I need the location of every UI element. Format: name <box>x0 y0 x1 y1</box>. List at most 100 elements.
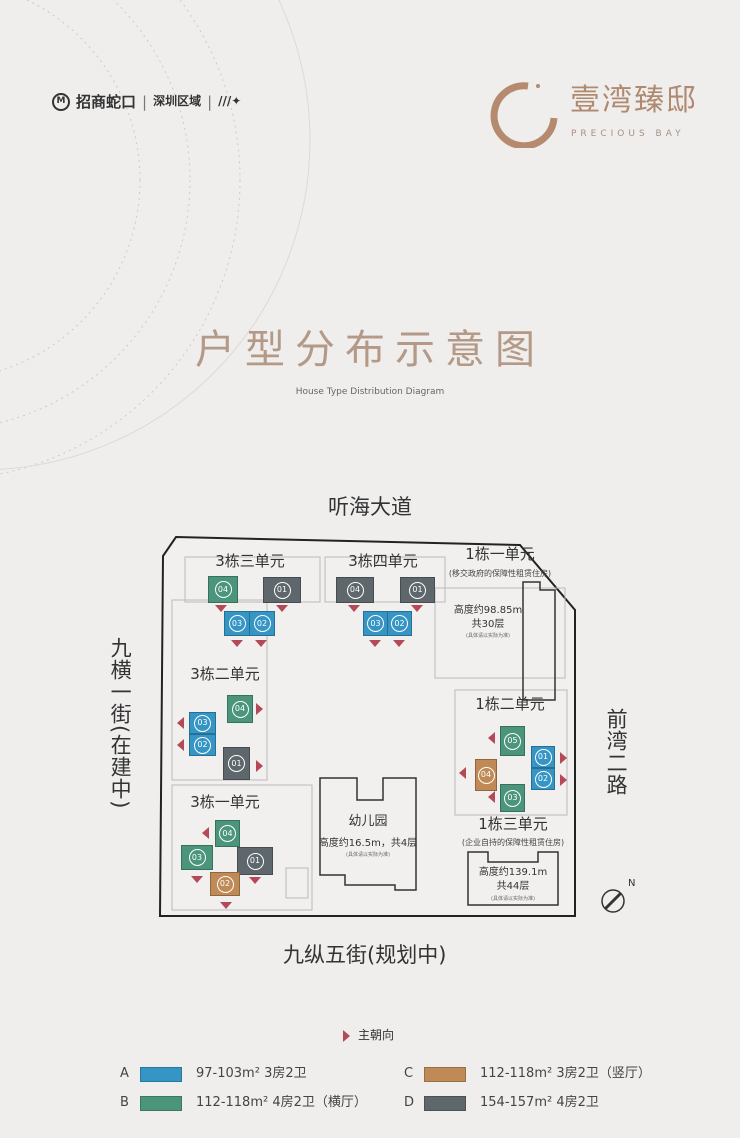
unit-number: 04 <box>219 825 236 842</box>
orientation-arrow-icon <box>369 640 381 647</box>
unit-b3u4-02[interactable]: 02 <box>387 611 412 636</box>
orientation-arrow-icon <box>459 767 466 779</box>
orientation-arrow-icon <box>255 640 267 647</box>
unit-number: 01 <box>409 581 426 599</box>
unit-b3u1-03[interactable]: 03 <box>181 845 213 870</box>
orientation-arrow-icon <box>215 605 227 612</box>
disclaimer: (具体请以实际为准) <box>491 896 535 902</box>
unit-b3u4-03[interactable]: 03 <box>363 611 388 636</box>
legend-letter: D <box>404 1095 415 1111</box>
orientation-arrow-icon <box>488 791 495 803</box>
unit-b3u2-01[interactable]: 01 <box>223 747 250 780</box>
cm-logo-icon: M <box>52 93 70 111</box>
unit-number: 03 <box>188 849 206 866</box>
legend-orientation-label: 主朝向 <box>358 1028 395 1042</box>
unit-b1u2-04[interactable]: 04 <box>475 759 497 791</box>
page-subtitle: House Type Distribution Diagram <box>295 387 445 397</box>
orientation-arrow-icon <box>249 877 261 884</box>
legend-letter: B <box>120 1095 129 1111</box>
building-note-1-1: (移交政府的保障性租赁住房) <box>448 569 552 578</box>
compass-north-label: N <box>628 878 636 889</box>
building-label-3-3: 3栋三单元 <box>215 552 285 570</box>
compass-icon <box>601 889 625 913</box>
legend-swatch <box>140 1096 182 1111</box>
unit-b3u1-04[interactable]: 04 <box>215 820 240 847</box>
unit-b3u1-01[interactable]: 01 <box>237 847 273 875</box>
orientation-arrow-icon <box>411 605 423 612</box>
legend-letter: C <box>404 1066 414 1082</box>
legend-area: 112-118m² <box>480 1066 553 1082</box>
slogan-logo-icon: ///✦ <box>218 94 242 109</box>
unit-number: 03 <box>504 789 521 807</box>
page-title: 户型分布示意图 <box>195 327 545 373</box>
building-label-1-3: 1栋三单元 <box>478 815 548 833</box>
orientation-arrow-icon <box>348 605 360 612</box>
unit-b3u3-04[interactable]: 04 <box>208 576 238 603</box>
unit-b3u3-03[interactable]: 03 <box>224 611 250 636</box>
legend-item-b: B 112-118m² 4房2卫（横厅） <box>120 1096 367 1111</box>
road-north: 听海大道 <box>328 495 412 519</box>
unit-number: 03 <box>228 615 246 632</box>
building-label-3-1: 3栋一单元 <box>190 793 260 811</box>
unit-number: 04 <box>477 766 495 784</box>
unit-number: 03 <box>367 615 384 632</box>
orientation-arrow-icon <box>393 640 405 647</box>
unit-number: 02 <box>534 770 552 788</box>
orientation-arrow-icon <box>276 605 288 612</box>
orientation-arrow-icon <box>191 876 203 883</box>
legend-item-c: C 112-118m² 3房2卫（竖厅） <box>404 1067 651 1082</box>
road-east: 前湾二路 <box>604 708 629 796</box>
legend-rooms: 4房2卫（横厅） <box>272 1095 367 1111</box>
unit-number: 04 <box>231 700 249 718</box>
orientation-arrow-icon <box>343 1030 350 1042</box>
building-height-1-1: 高度约98.85m <box>453 605 523 616</box>
unit-b1u2-01[interactable]: 01 <box>531 746 555 768</box>
unit-b1u2-02[interactable]: 02 <box>531 768 555 790</box>
road-west: 九横一街(在建中) <box>108 637 133 810</box>
legend-letter: A <box>120 1066 129 1082</box>
building-label-1-1: 1栋一单元 <box>465 545 535 563</box>
orientation-arrow-icon <box>231 640 243 647</box>
unit-b1u2-05[interactable]: 05 <box>500 726 525 756</box>
unit-b3u2-02[interactable]: 02 <box>189 734 216 756</box>
legend-swatch <box>424 1067 466 1082</box>
unit-b3u3-01[interactable]: 01 <box>263 577 301 603</box>
kindergarten-height: 高度约16.5m，共4层 <box>318 838 418 849</box>
unit-number: 05 <box>504 732 521 750</box>
legend-rooms: 4房2卫 <box>556 1095 599 1111</box>
building-height-1-3: 高度约139.1m <box>478 867 548 878</box>
divider: | <box>142 92 148 111</box>
unit-b3u2-03[interactable]: 03 <box>189 712 216 734</box>
orientation-arrow-icon <box>177 717 184 729</box>
developer-logo: M 招商蛇口 | 深圳区域 | ///✦ <box>52 93 241 111</box>
legend-rooms: 3房2卫 <box>264 1066 307 1082</box>
building-floors-1-1: 共30层 <box>471 619 505 630</box>
building-floors-1-3: 共44层 <box>496 881 530 892</box>
project-name: 壹湾臻邸 <box>570 83 698 118</box>
kindergarten-label: 幼儿园 <box>348 814 388 829</box>
region-name: 深圳区域 <box>153 94 202 109</box>
orientation-arrow-icon <box>560 774 567 786</box>
project-logo-icon <box>490 82 558 148</box>
orientation-arrow-icon <box>560 752 567 764</box>
legend-swatch <box>424 1096 466 1111</box>
unit-b1u2-03[interactable]: 03 <box>500 784 525 812</box>
orientation-arrow-icon <box>256 760 263 772</box>
unit-number: 01 <box>273 581 291 599</box>
divider: | <box>207 92 213 111</box>
unit-b3u1-02[interactable]: 02 <box>210 872 240 896</box>
unit-number: 02 <box>253 615 271 632</box>
legend-area: 112-118m² <box>196 1095 269 1111</box>
orientation-arrow-icon <box>488 732 495 744</box>
unit-b3u3-02[interactable]: 02 <box>249 611 275 636</box>
unit-number: 02 <box>216 875 234 893</box>
disclaimer: (具体请以实际为准) <box>466 633 510 639</box>
unit-b3u4-04[interactable]: 04 <box>336 577 374 603</box>
unit-number: 01 <box>228 755 245 772</box>
unit-number: 03 <box>194 714 211 732</box>
unit-b3u2-04[interactable]: 04 <box>227 695 253 723</box>
legend-rooms: 3房2卫（竖厅） <box>556 1066 651 1082</box>
unit-b3u4-01[interactable]: 01 <box>400 577 435 603</box>
legend-swatch <box>140 1067 182 1082</box>
building-label-3-4: 3栋四单元 <box>348 552 418 570</box>
